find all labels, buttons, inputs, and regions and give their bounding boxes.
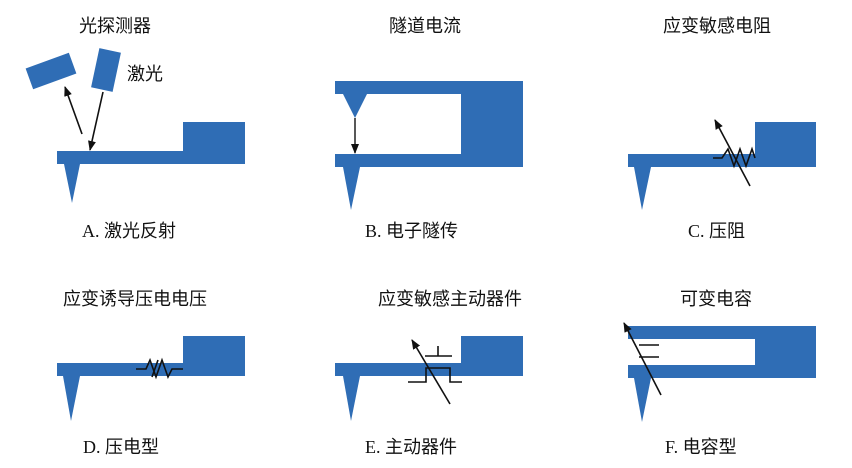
cantilever-tip	[634, 378, 651, 422]
panel-b-title: 隧道电流	[389, 16, 461, 37]
panel-c-graphic	[628, 119, 816, 210]
cantilever-tip	[343, 167, 360, 210]
panel-a-graphic	[25, 48, 245, 203]
cantilever-tip	[63, 376, 80, 421]
laser-label: 激光	[127, 64, 163, 85]
transistor-channel	[408, 367, 462, 383]
photodetector	[25, 52, 77, 90]
variable-arrow	[623, 322, 662, 396]
cantilever-base	[461, 81, 523, 167]
panel-c-caption: C. 压阻	[688, 221, 746, 241]
panel-f-graphic	[623, 322, 816, 422]
variable-arrow	[411, 339, 451, 405]
panel-f-caption: F. 电容型	[665, 437, 737, 457]
cantilever-tip	[64, 164, 80, 203]
cantilever-base	[183, 336, 245, 376]
piezo-element-symbol	[136, 357, 183, 380]
panel-e-caption: E. 主动器件	[365, 437, 457, 457]
cantilever-tip	[634, 167, 651, 210]
cantilever-tip	[343, 376, 360, 421]
laser-beam-reflected	[64, 86, 83, 135]
panel-b-caption: B. 电子隧传	[365, 221, 459, 241]
cantilever-base	[755, 122, 816, 167]
lower-beam	[335, 154, 523, 167]
cantilever-base	[461, 336, 523, 376]
panel-d-graphic	[57, 336, 245, 421]
cantilever-base	[183, 122, 245, 164]
panel-d-caption: D. 压电型	[83, 437, 159, 457]
laser-source	[91, 48, 121, 92]
piezo-lead	[151, 359, 159, 378]
variable-resistor-symbol	[713, 146, 756, 169]
panel-e-title: 应变敏感主动器件	[378, 289, 522, 310]
panel-e-graphic	[335, 336, 523, 421]
panel-c-title: 应变敏感电阻	[663, 16, 771, 37]
variable-arrow	[714, 119, 751, 187]
panel-d-title: 应变诱导压电电压	[63, 289, 207, 310]
panel-a-title: 光探测器	[79, 16, 151, 37]
panel-f-title: 可变电容	[680, 289, 752, 310]
panel-b-graphic	[335, 81, 523, 210]
tunneling-tip	[343, 94, 367, 118]
panel-a-caption: A. 激光反射	[82, 221, 176, 241]
laser-beam-incident	[88, 91, 104, 151]
lower-beam	[628, 365, 816, 378]
